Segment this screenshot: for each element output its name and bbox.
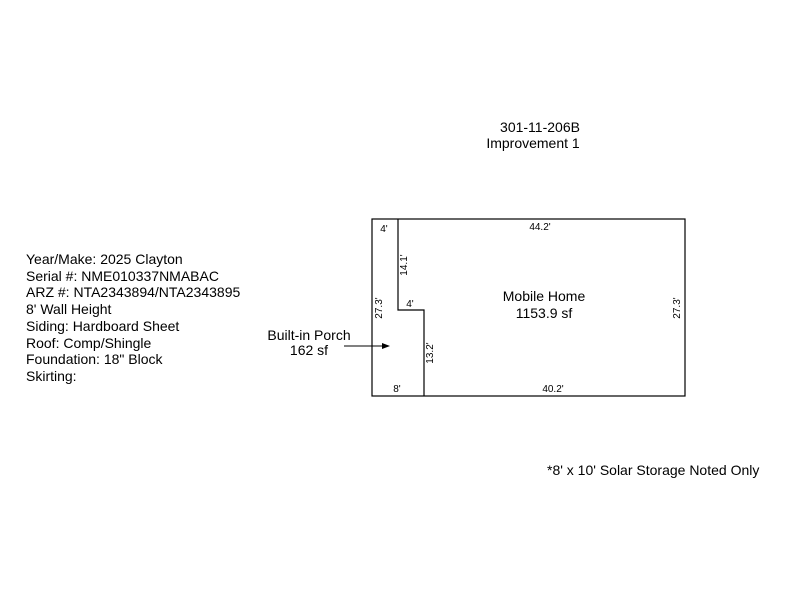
detail-wall-height: 8' Wall Height bbox=[26, 301, 112, 318]
mobile-home-label: Mobile Home 1153.9 sf bbox=[494, 288, 594, 322]
porch-name: Built-in Porch bbox=[267, 327, 351, 343]
property-details: Year/Make: 2025 Clayton Serial #: NME010… bbox=[26, 251, 240, 385]
dim-top: 44.2' bbox=[529, 222, 550, 233]
porch-boundary bbox=[397, 219, 425, 396]
dim-right: 27.3' bbox=[672, 297, 683, 318]
porch-area: 162 sf bbox=[289, 342, 329, 358]
parcel-header: 301-11-206B Improvement 1 bbox=[480, 119, 600, 151]
building-outline bbox=[371, 218, 686, 397]
improvement-label: Improvement 1 bbox=[486, 135, 580, 151]
detail-siding: Siding: Hardboard Sheet bbox=[26, 317, 180, 334]
mobile-home-area: 1153.9 sf bbox=[515, 305, 573, 321]
detail-year-make: Year/Make: 2025 Clayton bbox=[26, 251, 183, 267]
detail-arz: ARZ #: NTA2343894/NTA2343895 bbox=[26, 284, 241, 301]
solar-storage-note: *8' x 10' Solar Storage Noted Only bbox=[547, 462, 760, 478]
dim-bottom: 40.2' bbox=[542, 384, 563, 395]
detail-roof: Roof: Comp/Shingle bbox=[26, 334, 152, 351]
detail-foundation: Foundation: 18" Block bbox=[26, 351, 163, 368]
parcel-id: 301-11-206B bbox=[500, 119, 580, 135]
porch-arrow-head bbox=[382, 343, 390, 349]
detail-serial: Serial #: NME010337NMABAC bbox=[26, 267, 219, 284]
porch-label: Built-in Porch 162 sf bbox=[259, 328, 359, 358]
mobile-home-name: Mobile Home bbox=[502, 288, 586, 304]
dim-porch-top: 4' bbox=[380, 224, 388, 235]
dim-porch-notch-horizontal: 4' bbox=[406, 299, 414, 310]
dim-porch-notch-vertical: 14.1' bbox=[399, 254, 410, 275]
dim-left: 27.3' bbox=[374, 297, 385, 318]
detail-skirting: Skirting: bbox=[26, 367, 77, 384]
dim-porch-bottom: 8' bbox=[393, 384, 401, 395]
dim-porch-lower-vertical: 13.2' bbox=[425, 342, 436, 363]
